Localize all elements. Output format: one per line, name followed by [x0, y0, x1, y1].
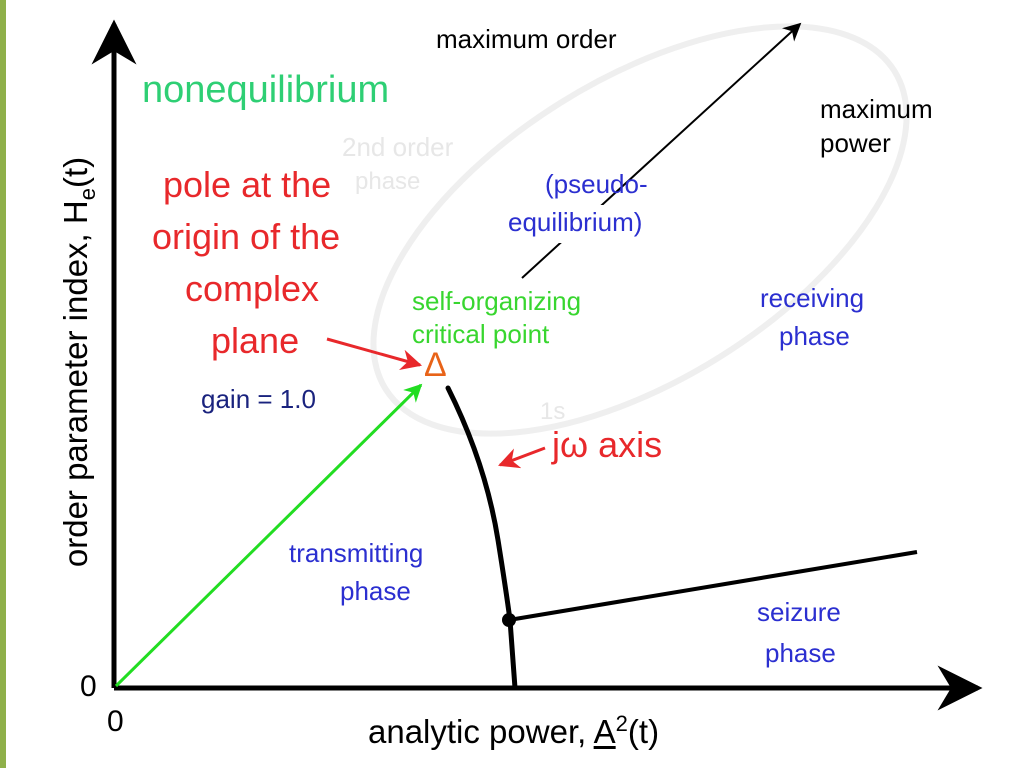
arrow-label-gap-1 [538, 205, 660, 243]
transmitting-phase-label-line1: transmitting [289, 538, 424, 568]
pseudo-equilibrium-label-line1: (pseudo- [545, 169, 648, 199]
faded-phase-text: phase [355, 168, 421, 195]
pole-pointer-arrow [326, 337, 423, 371]
seizure-phase-label-line2: phase [765, 638, 836, 668]
pseudo-equilibrium-label-line2: equilibrium) [508, 207, 643, 237]
jw-axis-pointer-arrow [498, 446, 546, 469]
transmitting-phase-label-line2: phase [340, 576, 411, 606]
pole-label-line1: pole at the [163, 164, 332, 205]
critical-point-delta-icon: Δ [424, 346, 447, 384]
maximum-order-label: maximum order [436, 24, 617, 54]
y-axis-label: order parameter index, He(t) [57, 156, 100, 568]
soc-label-line1: self-organizing [412, 286, 582, 316]
receiving-phase-label-line2: phase [779, 321, 850, 351]
maximum-power-label-line1: maximum [820, 94, 933, 124]
pole-label-line3: complex [185, 268, 320, 309]
maximum-power-label-line2: power [820, 128, 891, 158]
y-origin-label: 0 [80, 670, 97, 703]
left-edge-stripe [0, 0, 6, 768]
pole-label-line4: plane [211, 320, 300, 361]
seizure-boundary [508, 550, 918, 622]
faded-background-ellipse [370, 23, 910, 437]
faded-1s-text: 1s [540, 398, 566, 425]
pole-label-line2: origin of the [152, 216, 341, 257]
jw-axis-label: jω axis [552, 424, 663, 465]
gain-arrow [114, 383, 423, 688]
arrow-label-gap-2 [680, 66, 694, 80]
seizure-phase-label-line1: seizure [757, 597, 841, 627]
triple-point [502, 613, 516, 627]
nonequilibrium-label: nonequilibrium [142, 69, 390, 111]
x-origin-label: 0 [107, 705, 124, 738]
faded-2nd-order-text: 2nd order [342, 132, 454, 162]
receiving-phase-label-line1: receiving [760, 283, 865, 313]
soc-label-line2: critical point [412, 319, 550, 349]
x-axis-label: analytic power, A2(t) [368, 711, 660, 750]
gain-label: gain = 1.0 [201, 384, 316, 414]
